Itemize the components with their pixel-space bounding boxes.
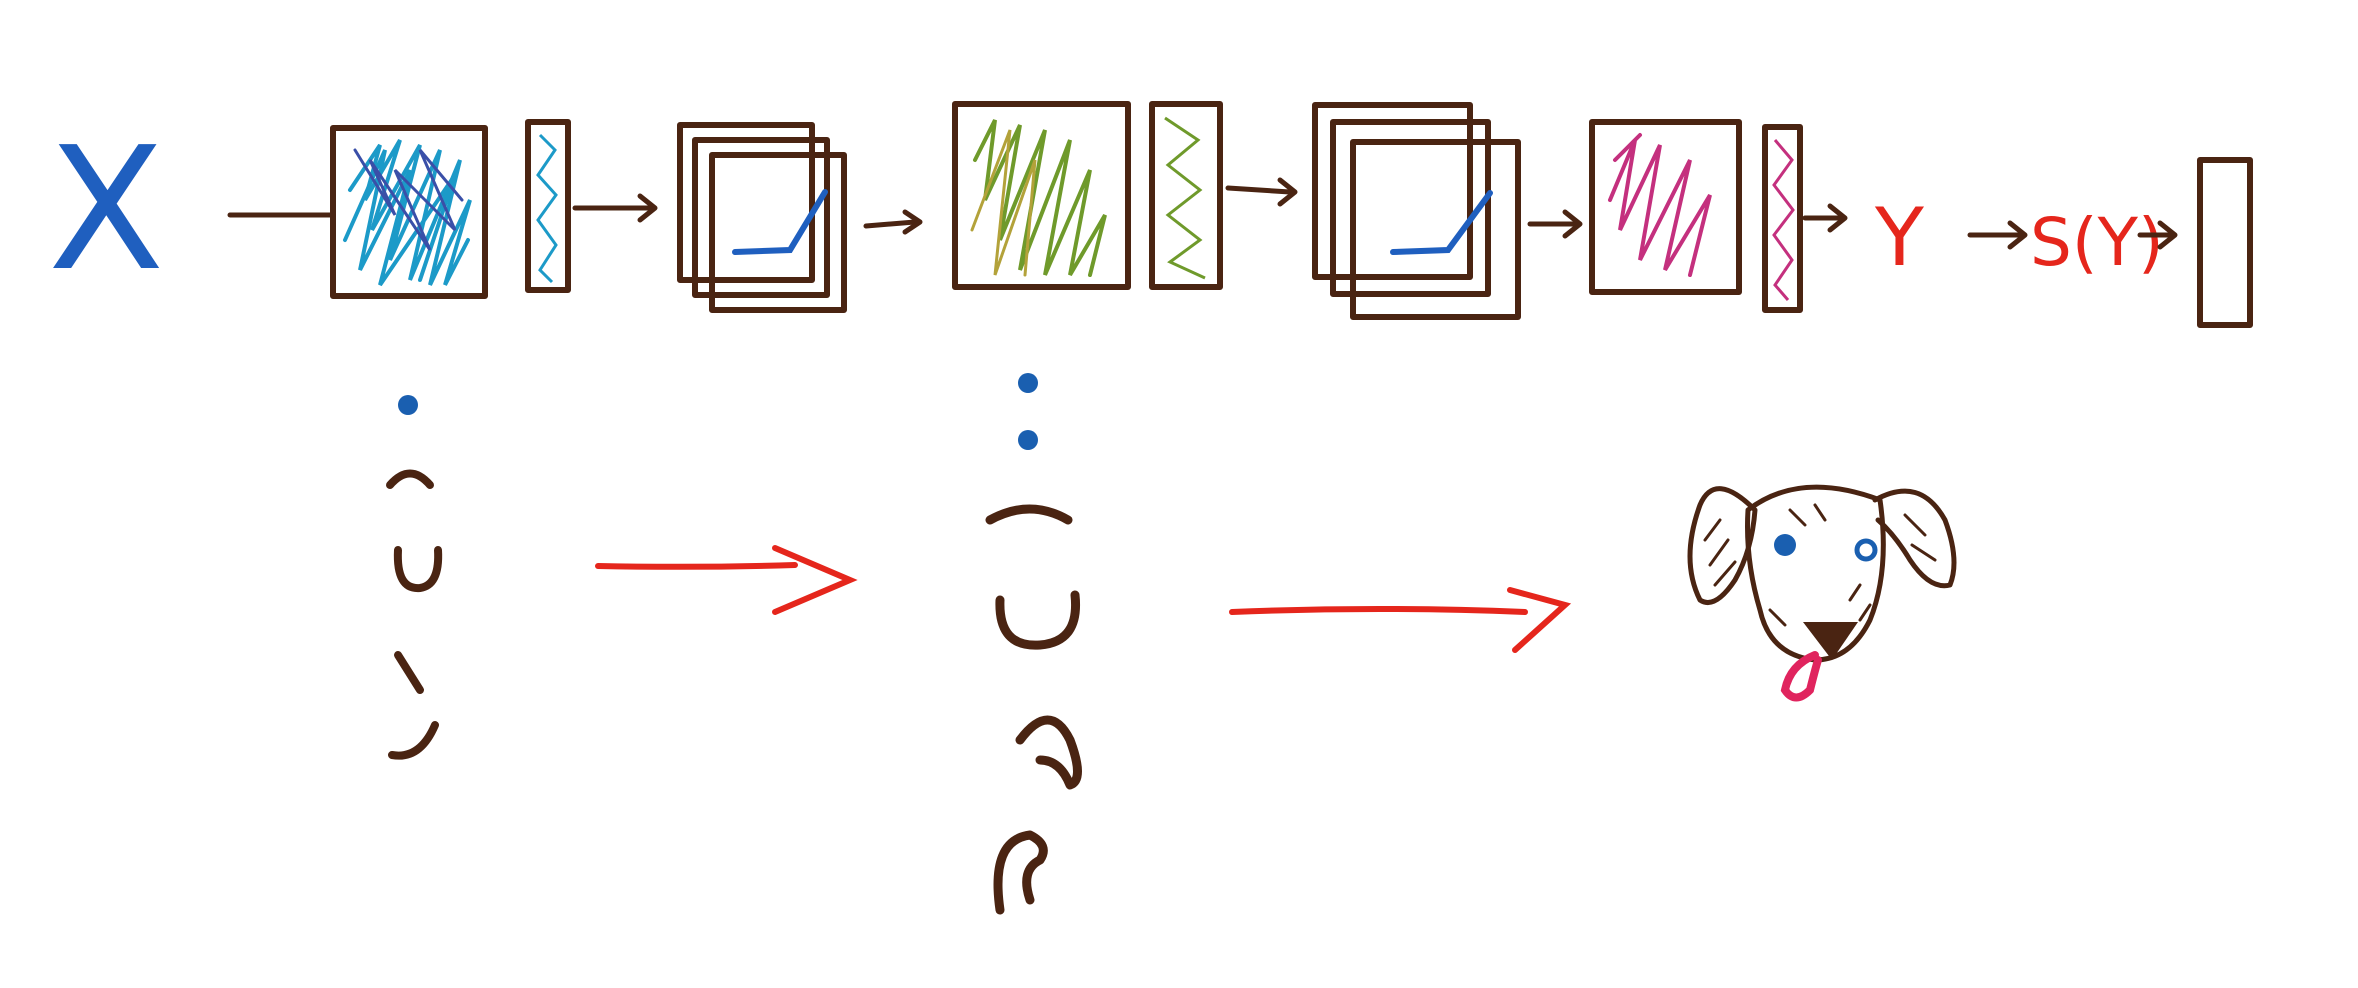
arrow-icon [863, 209, 923, 235]
arrow-icon [1802, 203, 1848, 233]
bias-vector-3 [1762, 124, 1803, 313]
output-label: Y [1874, 191, 1925, 284]
feature-hook [388, 721, 439, 760]
weight-matrix-2 [952, 101, 1131, 290]
arrow-icon [1527, 209, 1583, 239]
arrow-icon [572, 193, 658, 223]
probability-vector [2197, 157, 2253, 328]
feature-arc [386, 469, 434, 489]
bias-vector-2 [1149, 101, 1223, 290]
relu-stack-1 [677, 122, 847, 313]
input-label: X [48, 111, 164, 309]
weight-matrix-1 [330, 125, 488, 299]
feature-nose [1015, 715, 1082, 790]
feature-dot [1018, 430, 1038, 450]
arrow-icon [1229, 587, 1572, 653]
arrow-icon [2137, 220, 2178, 250]
softmax-label: S(Y) [2030, 204, 2164, 281]
feature-arc [985, 504, 1073, 525]
arrow-icon [595, 545, 858, 615]
feature-cup [393, 546, 443, 593]
relu-stack-2 [1312, 102, 1521, 320]
dog-face-icon [1687, 484, 1957, 702]
feature-cup [995, 590, 1081, 650]
relu-icon [732, 189, 828, 255]
low-level-features [386, 395, 443, 760]
feature-dot [398, 395, 418, 415]
arrow-icon [1967, 220, 2028, 250]
bias-vector-1 [525, 119, 571, 293]
relu-icon [1390, 190, 1493, 255]
feature-slash [394, 651, 424, 694]
feature-ear [993, 830, 1048, 915]
arrow-icon [1225, 177, 1298, 207]
feature-dot [1018, 373, 1038, 393]
mid-level-features [985, 373, 1082, 915]
weight-matrix-3 [1589, 119, 1742, 295]
